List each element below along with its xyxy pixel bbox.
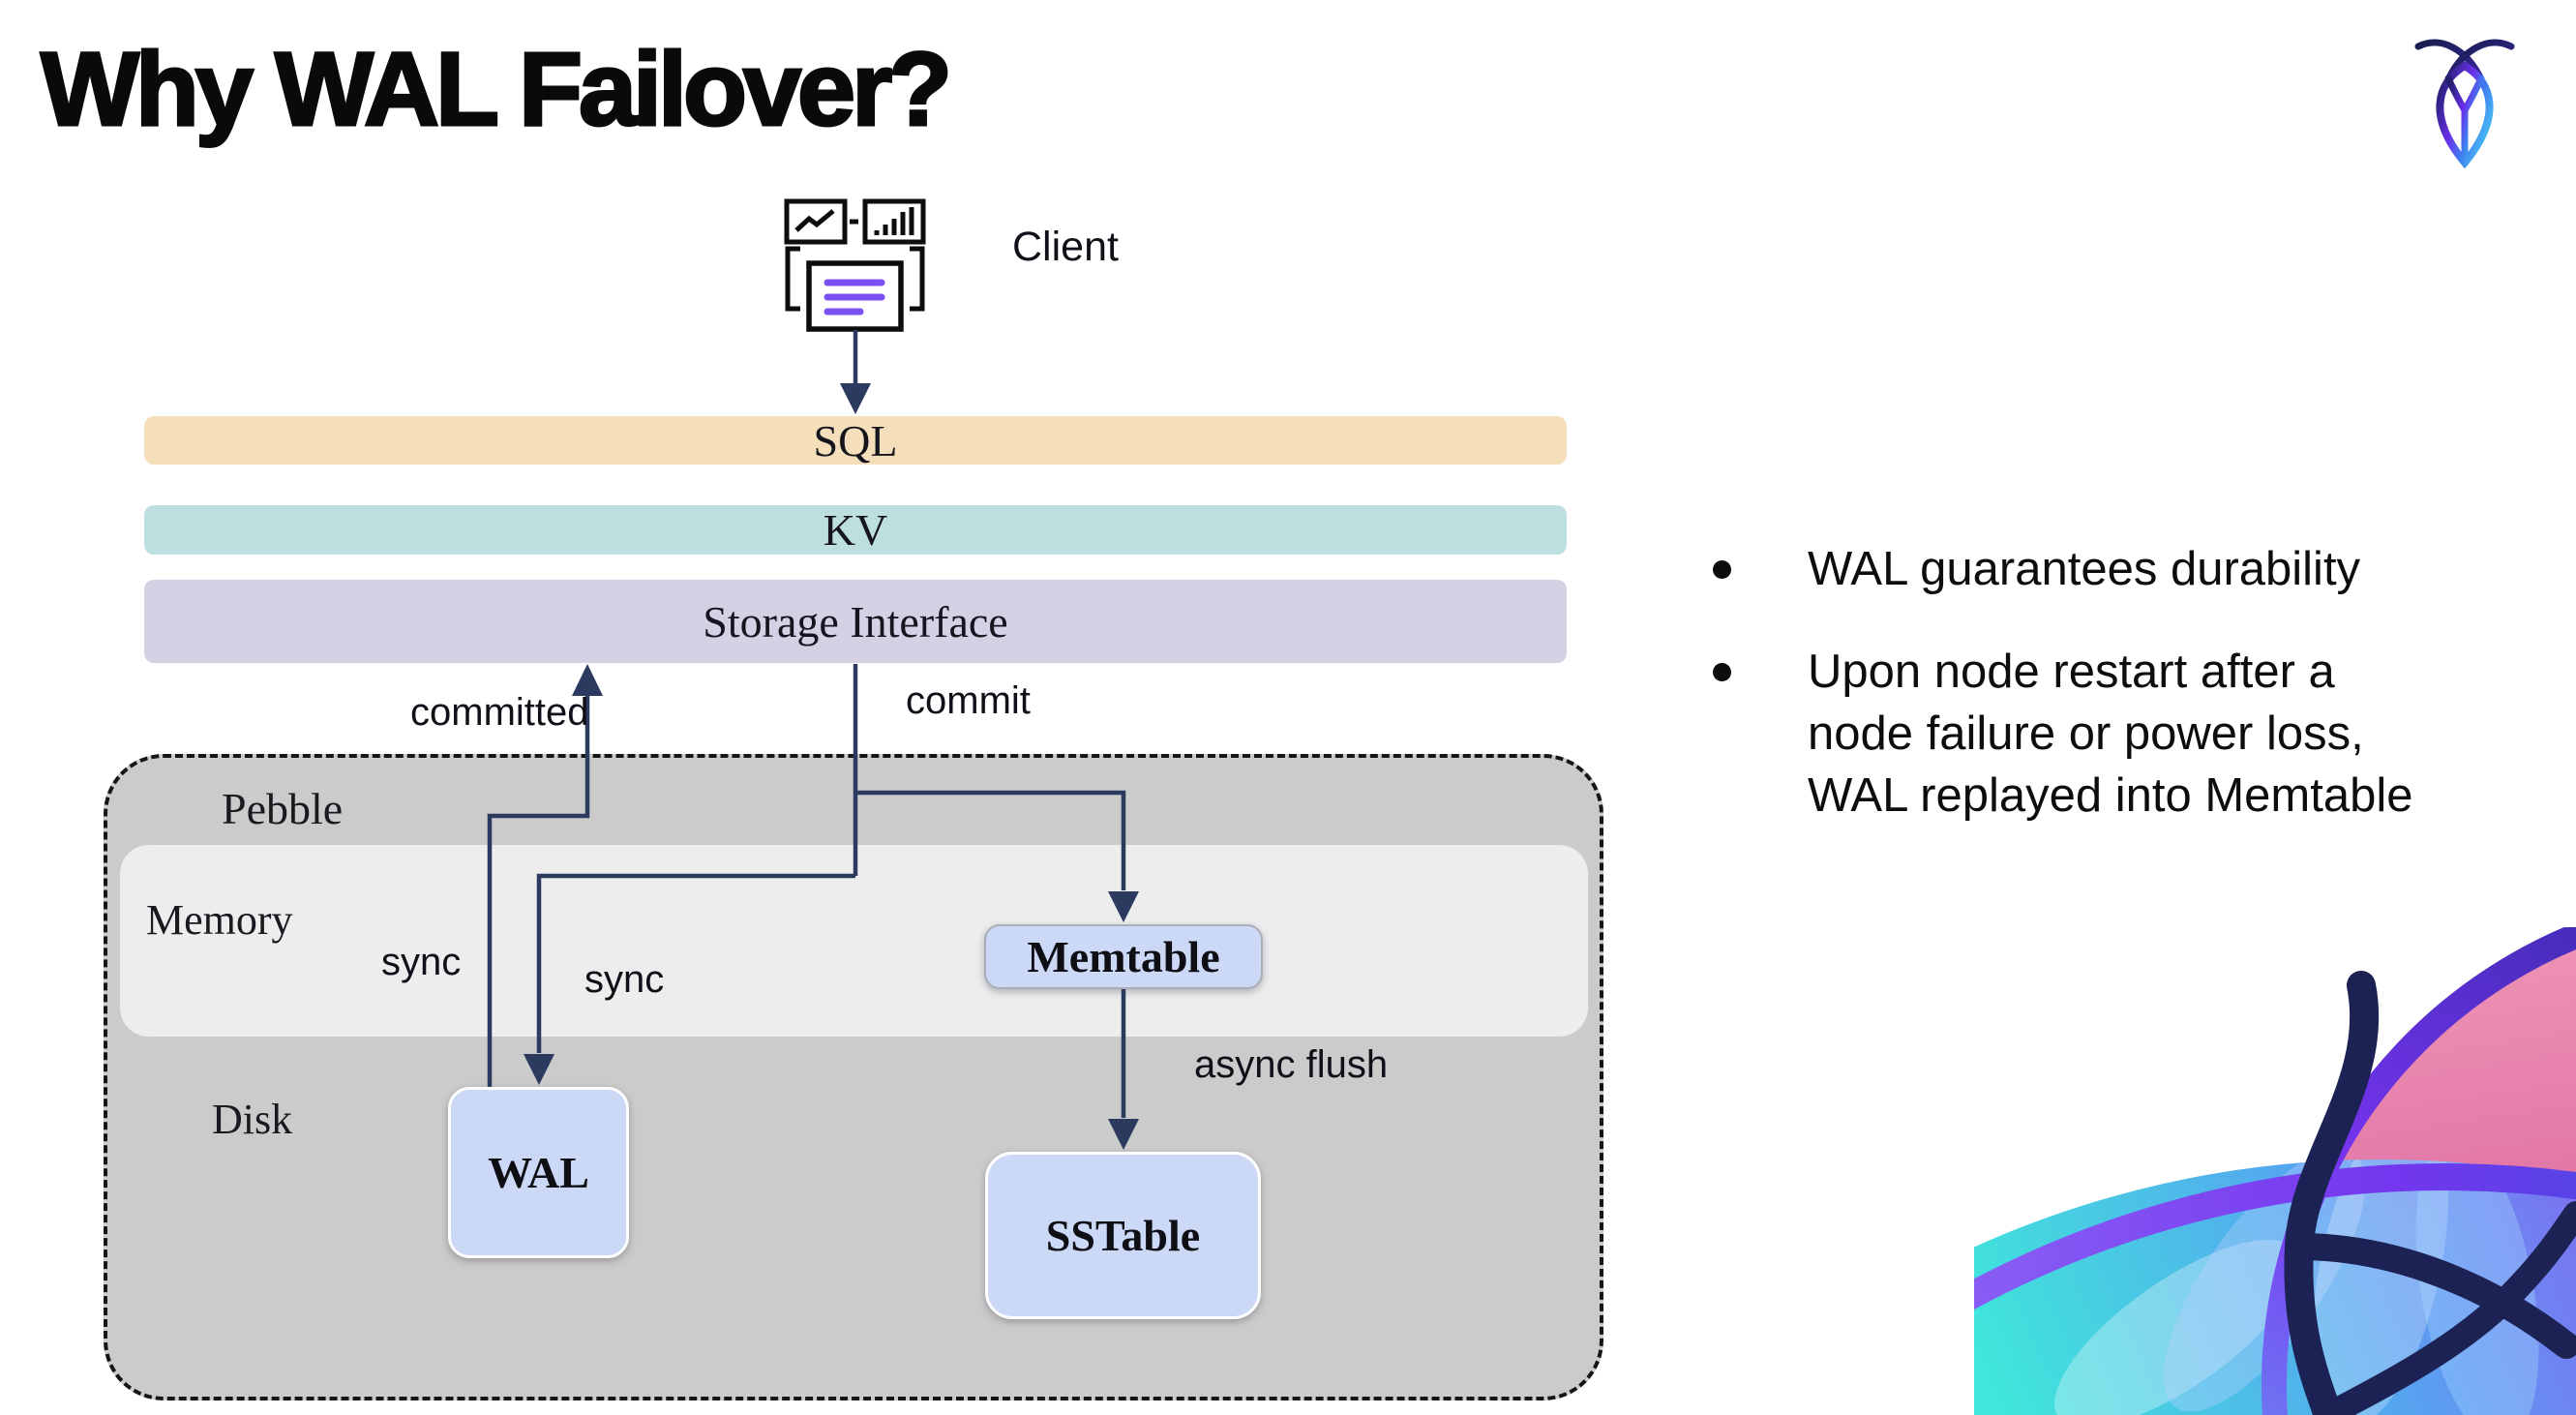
sstable-label: SSTable [1045, 1211, 1201, 1260]
list-item: WAL guarantees durability [1684, 538, 2458, 600]
commit-label: commit [906, 679, 1031, 722]
bullet-icon [1713, 560, 1731, 579]
committed-label: committed [410, 691, 589, 734]
pebble-label: Pebble [222, 784, 344, 833]
client-label: Client [1012, 224, 1119, 270]
layer-bar-storage-interface: Storage Interface [144, 580, 1567, 663]
layer-label-sql: SQL [813, 415, 898, 466]
disk-label: Disk [212, 1096, 293, 1143]
layer-label-storage-interface: Storage Interface [703, 596, 1008, 647]
async-flush-label: async flush [1194, 1043, 1389, 1086]
dark-vein-curves [2284, 971, 2576, 1415]
wal-box: WAL [448, 1087, 629, 1258]
bullet-text: WAL guarantees durability [1808, 543, 2361, 595]
cockroachdb-gradient-art [1974, 927, 2576, 1415]
bullet-text: Upon node restart after a node failure o… [1808, 646, 2413, 822]
memtable-box: Memtable [984, 924, 1263, 989]
bullet-icon [1713, 663, 1731, 681]
arrowhead-into-sql [840, 383, 871, 414]
list-item: Upon node restart after a node failure o… [1684, 641, 2458, 827]
sync-label-right: sync [584, 958, 665, 1001]
memtable-label: Memtable [1027, 932, 1220, 981]
memory-region [120, 845, 1588, 1037]
layer-bar-sql: SQL [144, 415, 1567, 466]
client-apps-icon [784, 198, 926, 332]
sstable-box: SSTable [985, 1152, 1261, 1319]
bullet-list: WAL guarantees durability Upon node rest… [1684, 538, 2458, 867]
wal-label: WAL [488, 1148, 589, 1197]
page-title: Why WAL Failover? [39, 28, 953, 148]
memory-label: Memory [146, 896, 293, 944]
layer-label-kv: KV [823, 505, 888, 555]
sync-label-left: sync [381, 941, 462, 983]
cockroachdb-logo [2413, 33, 2516, 170]
layer-bar-kv: KV [144, 505, 1567, 555]
